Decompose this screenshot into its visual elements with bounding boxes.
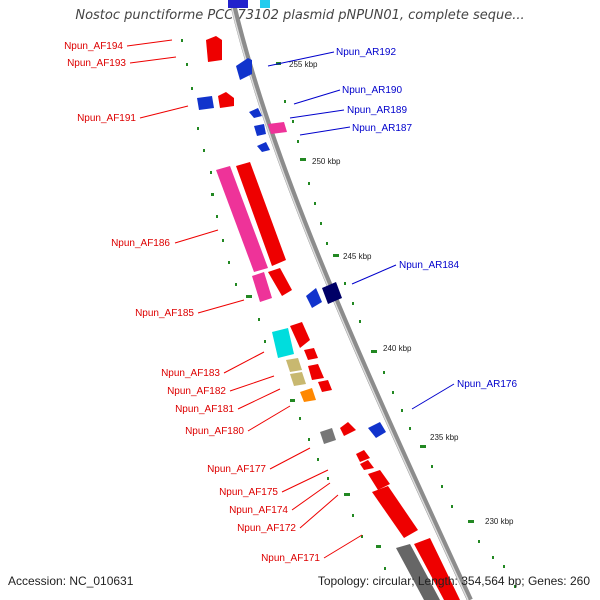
scale-label-230: 230 kbp	[485, 517, 514, 526]
label-npun-af181[interactable]: Npun_AF181	[175, 404, 234, 415]
reverse-leaders	[267, 51, 455, 410]
gene-npun-ar176[interactable]	[368, 422, 386, 438]
topology-text: Topology: circular; Length: 354,564 bp; …	[317, 574, 590, 588]
label-npun-ar192[interactable]: Npun_AR192	[336, 47, 396, 58]
gene-npun-af194[interactable]	[206, 36, 222, 62]
label-npun-af182[interactable]: Npun_AF182	[167, 386, 226, 397]
label-npun-af183[interactable]: Npun_AF183	[161, 368, 220, 379]
gene-npun-af191-a[interactable]	[197, 96, 214, 110]
label-npun-ar187[interactable]: Npun_AR187	[352, 123, 412, 134]
gene-npun-af183-cyan[interactable]	[272, 328, 294, 358]
gene-top-blue[interactable]	[228, 0, 248, 8]
gene-top-cyan[interactable]	[260, 0, 270, 8]
gene-npun-af182[interactable]	[286, 358, 302, 372]
scale-label-235: 235 kbp	[430, 433, 459, 442]
gene-features	[197, 0, 460, 600]
gene-npun-af172[interactable]	[368, 470, 390, 490]
label-npun-ar176[interactable]: Npun_AR176	[457, 379, 517, 390]
gene-small-blue[interactable]	[257, 142, 270, 152]
gene-npun-ar184-b[interactable]	[322, 282, 342, 304]
label-npun-af175[interactable]: Npun_AF175	[219, 487, 278, 498]
gene-bottom-gray[interactable]	[396, 544, 440, 600]
forward-labels: Npun_AF194 Npun_AF193 Npun_AF191 Npun_AF…	[64, 41, 320, 564]
label-npun-af193[interactable]: Npun_AF193	[67, 58, 126, 69]
gene-npun-af186-red[interactable]	[236, 162, 286, 266]
gene-npun-af185-pink[interactable]	[252, 272, 272, 302]
label-npun-af171[interactable]: Npun_AF171	[261, 553, 320, 564]
label-npun-af194[interactable]: Npun_AF194	[64, 41, 123, 52]
label-npun-ar190[interactable]: Npun_AR190	[342, 85, 402, 96]
label-npun-af185[interactable]: Npun_AF185	[135, 308, 194, 319]
label-npun-af180[interactable]: Npun_AF180	[185, 426, 244, 437]
gene-npun-af177-red[interactable]	[340, 422, 356, 436]
gene-red-small-2[interactable]	[308, 364, 324, 380]
gene-npun-af191-b[interactable]	[218, 92, 234, 108]
gene-npun-ar192[interactable]	[236, 58, 252, 80]
label-npun-af191[interactable]: Npun_AF191	[77, 113, 136, 124]
gene-npun-af183-red[interactable]	[290, 322, 310, 348]
label-npun-ar184[interactable]: Npun_AR184	[399, 260, 459, 271]
map-title: Nostoc punctiforme PCC 73102 plasmid pNP…	[75, 8, 525, 23]
gene-bottom-red[interactable]	[414, 538, 460, 600]
accession-text: Accession: NC_010631	[8, 574, 134, 588]
label-npun-ar189[interactable]: Npun_AR189	[347, 105, 407, 116]
gene-npun-ar189[interactable]	[254, 124, 266, 136]
scale-label-240: 240 kbp	[383, 344, 412, 353]
gene-npun-af186-pink[interactable]	[216, 166, 268, 272]
gene-red-small-3[interactable]	[318, 380, 332, 392]
label-npun-af186[interactable]: Npun_AF186	[111, 238, 170, 249]
forward-leaders	[126, 39, 363, 559]
scale-label-250: 250 kbp	[312, 157, 341, 166]
label-npun-af172[interactable]: Npun_AF172	[237, 523, 296, 534]
gene-npun-af175[interactable]	[356, 450, 370, 462]
gene-red-small-1[interactable]	[304, 348, 318, 360]
label-npun-af177[interactable]: Npun_AF177	[207, 464, 266, 475]
gene-npun-af177-gray[interactable]	[320, 428, 336, 444]
gene-npun-af181[interactable]	[290, 372, 306, 386]
gene-npun-ar190[interactable]	[249, 108, 262, 118]
gene-npun-ar184-a[interactable]	[306, 288, 322, 308]
gene-npun-af171[interactable]	[372, 486, 418, 538]
scale-label-255: 255 kbp	[289, 60, 318, 69]
reverse-labels: Npun_AR192 Npun_AR190 Npun_AR189 Npun_AR…	[336, 47, 517, 390]
gene-npun-af185-red[interactable]	[268, 268, 292, 296]
scale-label-245: 245 kbp	[343, 252, 372, 261]
scale-labels: 255 kbp 250 kbp 245 kbp 240 kbp 235 kbp …	[289, 60, 514, 526]
gene-npun-ar187[interactable]	[268, 122, 287, 134]
gene-npun-af174[interactable]	[360, 460, 374, 470]
gene-npun-af180[interactable]	[300, 388, 316, 402]
label-npun-af174[interactable]: Npun_AF174	[229, 505, 288, 516]
inner-tick-track	[181, 39, 386, 570]
